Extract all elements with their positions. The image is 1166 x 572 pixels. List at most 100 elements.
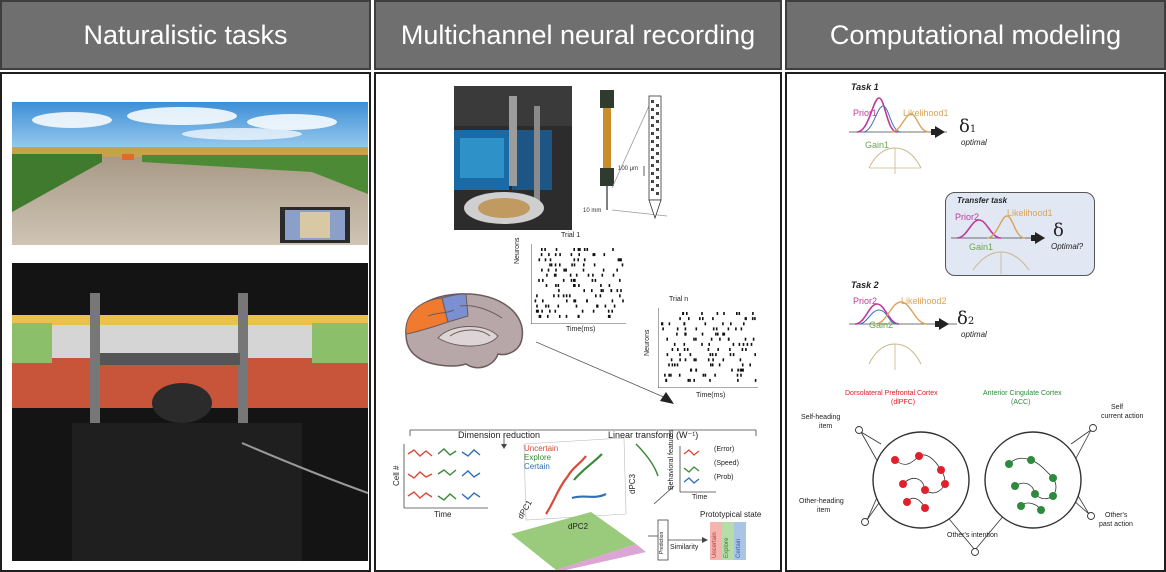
linear-transform-label: Linear transform (W⁻¹) [608, 430, 699, 440]
spike-tick [702, 373, 705, 377]
spike-tick [609, 314, 611, 318]
spike-tick [586, 248, 589, 251]
spike-tick [722, 332, 724, 336]
likelihood1-transfer-label: Likelihood1 [1007, 208, 1053, 218]
spike-tick [544, 258, 547, 262]
spike-tick [752, 312, 754, 315]
spike-tick [717, 332, 719, 336]
spike-tick [548, 253, 550, 257]
spike-tick [673, 342, 676, 346]
spike-tick [686, 312, 688, 315]
spike-tick [737, 368, 739, 372]
spike-tick [575, 304, 578, 308]
transfer-distributions [951, 215, 1045, 274]
spike-tick [547, 314, 549, 318]
spike-tick [736, 312, 738, 315]
task2-distributions [849, 301, 957, 370]
spike-tick [565, 268, 567, 272]
spike-tick [744, 337, 747, 341]
spike-tick [621, 263, 624, 267]
spike-tick [541, 248, 543, 251]
delta2-symbol: δ2 [957, 308, 974, 329]
spike-tick [555, 273, 557, 277]
spike-tick [547, 304, 550, 308]
spike-tick [545, 284, 548, 287]
spike-tick [743, 322, 745, 326]
other-heading-label: Other-heading [799, 498, 844, 505]
spike-tick [735, 327, 737, 331]
spike-tick [752, 337, 755, 341]
likelihood1-label: Likelihood1 [903, 108, 949, 118]
legend-explore: Explore [524, 453, 552, 462]
behav-speed-label: (Speed) [714, 460, 739, 467]
spike-tick [688, 317, 690, 321]
spike-tick [554, 253, 557, 257]
spike-tick [554, 309, 557, 313]
spike-tick [550, 263, 553, 267]
spike-tick [601, 273, 604, 277]
spike-tick [712, 358, 714, 362]
past-action-label: past action [1099, 521, 1133, 528]
spike-tick [693, 337, 695, 341]
spike-tick [617, 258, 620, 262]
spike-tick [607, 314, 610, 318]
spike-tick [740, 368, 743, 372]
vr-task-scene [12, 102, 368, 245]
spike-tick [693, 378, 695, 382]
spike-tick [583, 263, 585, 267]
spike-tick [668, 373, 670, 377]
spike-tick [555, 284, 557, 287]
spike-tick [668, 322, 671, 326]
spike-tick [604, 304, 607, 308]
spike-tick [541, 309, 543, 313]
delta1-symbol: δ1 [959, 116, 976, 137]
flow-arrow [536, 341, 674, 404]
spike-tick [722, 358, 725, 362]
spike-tick [704, 373, 707, 377]
spike-tick [583, 248, 586, 251]
spike-tick [620, 258, 622, 262]
spike-tick [536, 304, 538, 308]
spike-tick [727, 327, 730, 331]
raster2-title: Trial n [669, 296, 689, 303]
spike-tick [577, 258, 579, 262]
gain1-transfer-label: Gain1 [969, 242, 994, 252]
spike-tick [574, 299, 577, 303]
spike-tick [600, 284, 602, 287]
spike-tick [574, 284, 576, 287]
spike-tick [683, 348, 686, 351]
spike-tick [573, 248, 575, 251]
optimal1-label: optimal [961, 138, 987, 147]
spike-tick [679, 317, 681, 321]
spike-tick [562, 278, 565, 282]
behav-prob-label: (Prob) [714, 474, 734, 481]
spike-tick [695, 358, 697, 362]
spike-tick [728, 337, 730, 341]
time-axis-label: Time [434, 510, 452, 519]
spike-tick [714, 373, 716, 377]
spike-tick [591, 289, 593, 293]
dlpfc-title: Dorsolateral Prefrontal Cortex [845, 390, 938, 397]
spike-tick [699, 317, 701, 321]
spike-tick [613, 304, 616, 308]
spike-tick [742, 342, 745, 346]
spike-tick [592, 273, 594, 277]
spike-tick [729, 353, 732, 357]
spike-tick [554, 263, 557, 267]
spike-tick [553, 273, 556, 277]
spike-tick [611, 299, 614, 303]
spike-tick [608, 284, 611, 287]
spike-tick [668, 363, 670, 367]
current-action-label: current action [1101, 413, 1144, 420]
spike-tick [573, 278, 575, 282]
task1-distributions [849, 97, 947, 174]
spike-tick [612, 248, 614, 251]
self-heading-label: Self-heading [801, 414, 841, 421]
spike-tick [746, 342, 749, 346]
spike-tick [693, 358, 696, 362]
spike-tick [664, 373, 666, 377]
header-computational-modeling: Computational modeling [785, 0, 1166, 70]
spike-tick [622, 299, 624, 303]
spike-tick [729, 348, 731, 351]
delta2-letter: δ [957, 308, 968, 329]
